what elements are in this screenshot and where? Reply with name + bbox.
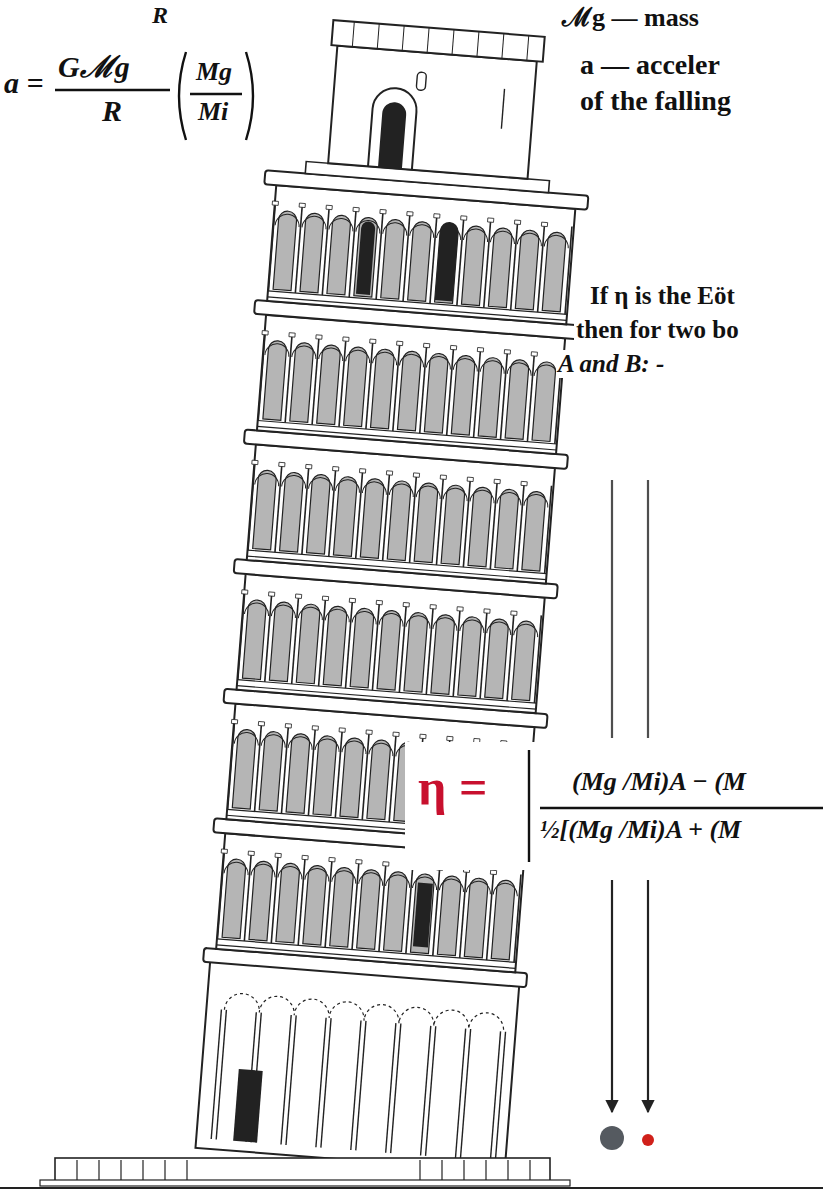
eotvos-note: A and B: - xyxy=(556,350,666,378)
symbol-note: of the falling xyxy=(578,86,733,117)
formula-term: a = xyxy=(2,66,46,99)
light-ball xyxy=(642,1134,654,1146)
eotvos-note: then for two bo xyxy=(574,316,741,344)
formula-term: R xyxy=(150,2,170,28)
leaning-tower xyxy=(188,16,600,1173)
formula-term: R xyxy=(100,94,124,127)
tower-plinth xyxy=(0,1158,823,1188)
symbol-note: a — acceler xyxy=(578,50,722,81)
formula-term: Gℳg xyxy=(56,50,132,83)
formula-strokes xyxy=(55,52,823,862)
symbol-note: ℳg — mass xyxy=(560,4,701,33)
eotvos-note: If η is the Eöt xyxy=(588,282,737,310)
formula-denominator: ½[(Mg /Mi)A + (M xyxy=(538,816,743,845)
formula-term: Mi xyxy=(196,98,230,127)
heavy-ball xyxy=(600,1126,624,1150)
formula-numerator: (Mg /Mi)A − (M xyxy=(570,768,748,797)
formula-background xyxy=(405,742,823,870)
eta-symbol: η = xyxy=(416,760,489,815)
formula-term: Mg xyxy=(194,58,234,87)
